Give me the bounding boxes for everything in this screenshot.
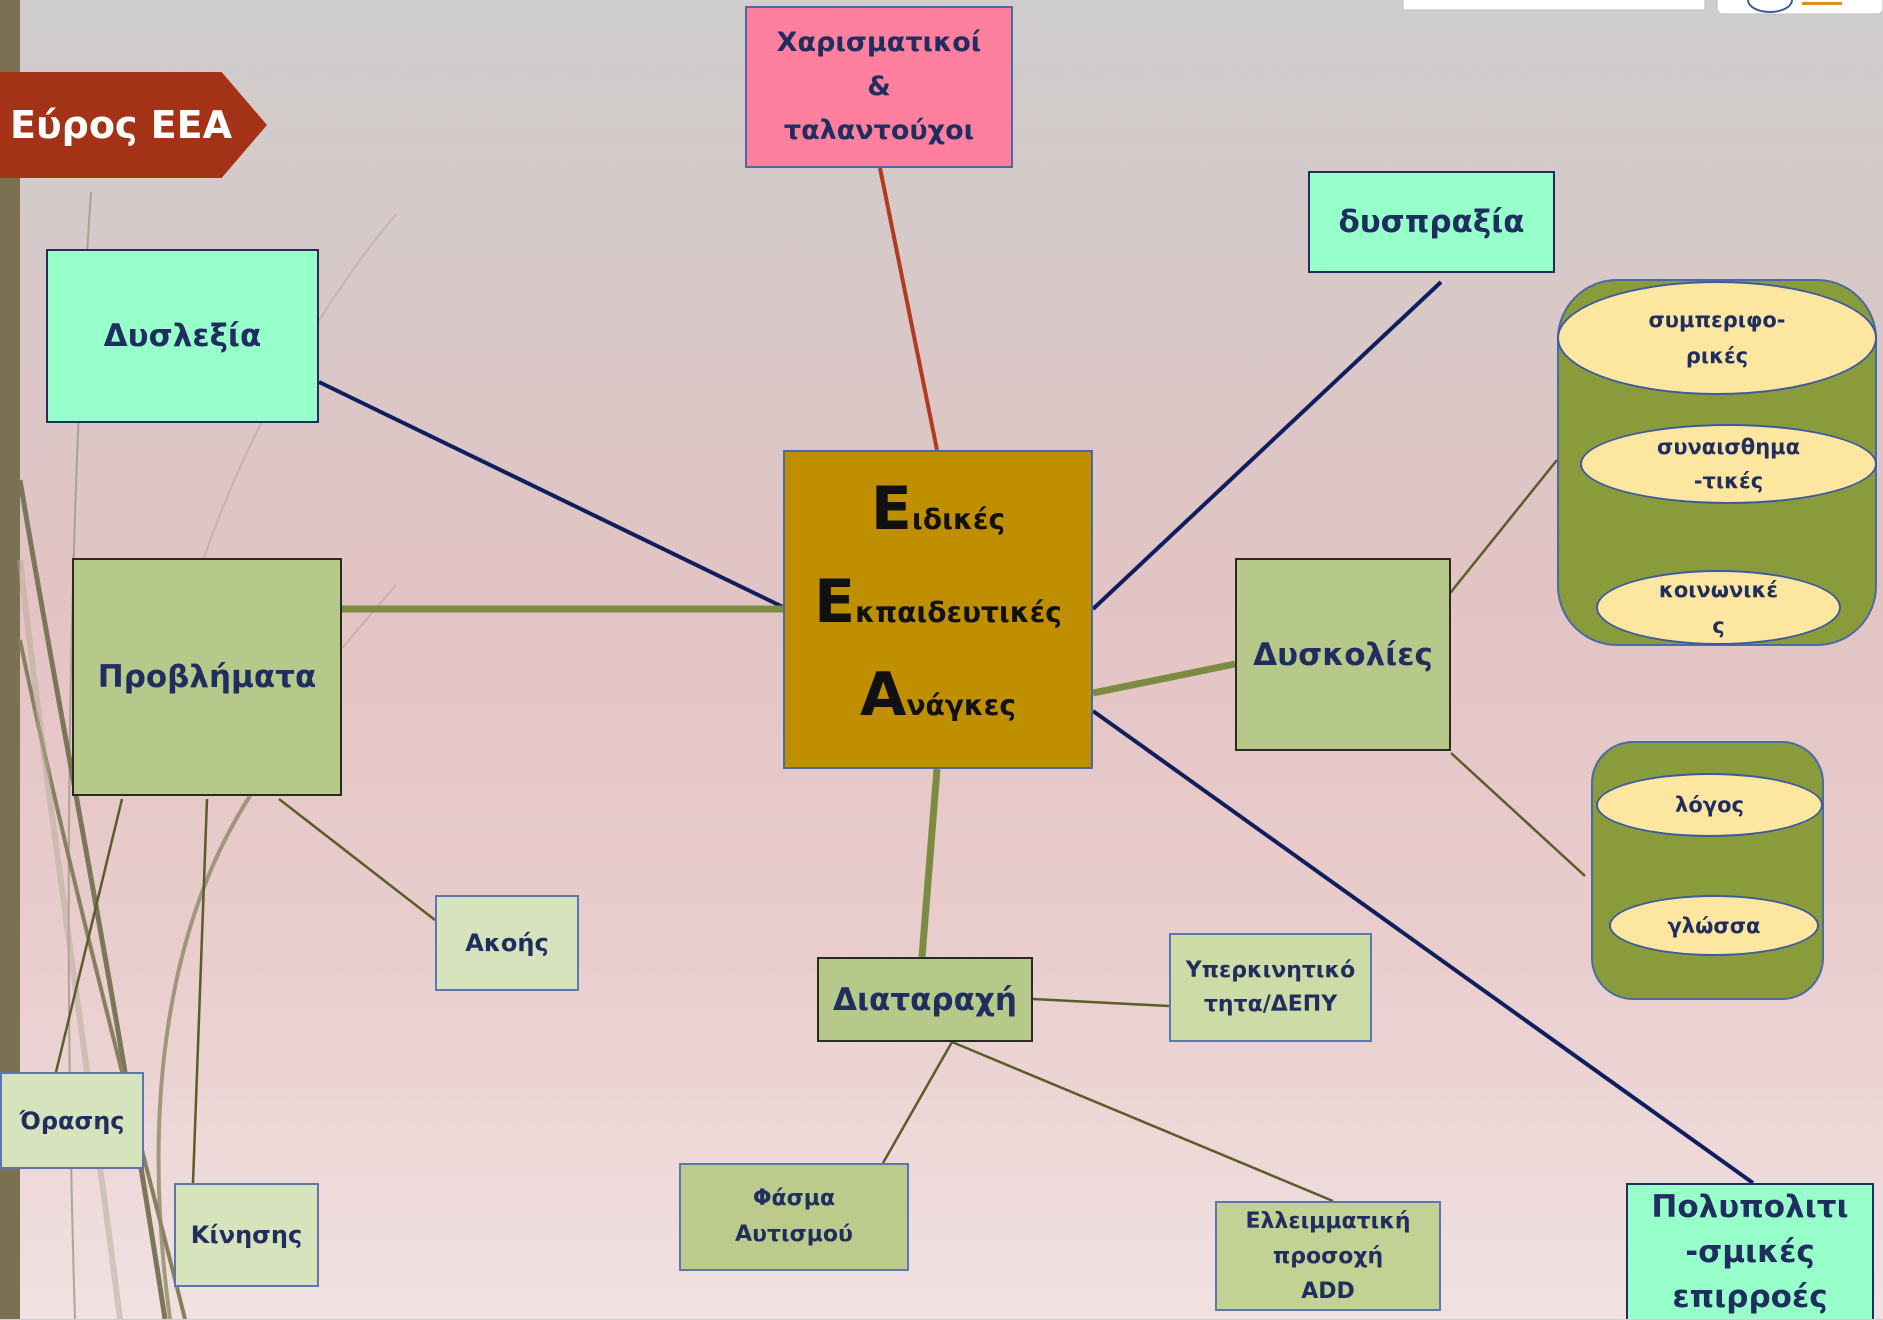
movement-label: Κίνησης	[190, 1221, 303, 1249]
logo-partial-left	[1402, 0, 1706, 11]
add-line: Ελλειμματική	[1245, 1208, 1411, 1234]
emotional-line: -τικές	[1693, 469, 1764, 493]
logo-seal-icon	[1747, 0, 1793, 13]
behavioral-line: συμπεριφο-	[1648, 308, 1786, 332]
hearing-node: Ακοής	[435, 895, 579, 991]
central-text: νάγκες	[906, 689, 1016, 722]
multicultural-node: Πολυπολιτι -σμικές επιρροές	[1626, 1183, 1874, 1319]
behavioral-line: ρικές	[1685, 344, 1749, 368]
connector-hearing	[278, 798, 436, 921]
connector-vision	[54, 798, 124, 1073]
connector-dyslexia	[318, 380, 784, 609]
adhd-line: τητα/ΔΕΠΥ	[1203, 991, 1338, 1017]
hearing-label: Ακοής	[465, 929, 549, 957]
central-line-3: Ανάγκες	[860, 656, 1016, 749]
language-label: γλώσσα	[1667, 913, 1761, 938]
autism-line: Φάσμα	[752, 1186, 836, 1211]
disorder-node: Διαταραχή	[817, 957, 1033, 1042]
decorative-curve	[17, 479, 168, 1319]
difficulties-group-language: λόγος γλώσσα	[1591, 741, 1824, 1000]
problems-node: Προβλήματα	[72, 558, 342, 796]
movement-node: Κίνησης	[174, 1183, 319, 1287]
add-line: ADD	[1301, 1278, 1355, 1304]
difficulties-group-emotional: συμπεριφο- ρικές συναισθημα -τικές κοινω…	[1557, 279, 1877, 646]
dyslexia-label: Δυσλεξία	[103, 318, 262, 354]
connector-disorder	[918, 768, 941, 958]
behavioral-ellipse: συμπεριφο- ρικές	[1557, 281, 1877, 395]
language-ellipse: γλώσσα	[1609, 895, 1819, 956]
dyspraxia-node: δυσπραξία	[1308, 171, 1555, 273]
add-node: Ελλειμματική προσοχή ADD	[1215, 1201, 1441, 1311]
gifted-node: Χαρισματικοί & ταλαντούχοι	[745, 6, 1013, 168]
dyslexia-node: Δυσλεξία	[46, 249, 319, 423]
difficulties-node: Δυσκολίες	[1235, 558, 1451, 751]
problems-label: Προβλήματα	[97, 659, 317, 695]
social-ellipse: κοινωνικέ ς	[1596, 570, 1841, 645]
connector-language-group	[1450, 752, 1586, 877]
decorative-curve	[156, 794, 252, 1319]
social-line: κοινωνικέ	[1658, 577, 1779, 602]
logo-partial-right	[1716, 0, 1883, 15]
connector-add	[951, 1040, 1334, 1203]
central-line-2: Εκπαιδευτικές	[814, 563, 1062, 656]
connector-multicultural	[1091, 709, 1755, 1185]
speech-label: λόγος	[1675, 793, 1744, 817]
connector-gifted	[878, 167, 939, 451]
add-line: προσοχή	[1272, 1243, 1384, 1269]
central-text: ιδικές	[911, 503, 1006, 536]
central-initial: Ε	[814, 567, 856, 637]
connector-autism	[881, 1041, 954, 1164]
connector-adhd	[1032, 997, 1170, 1008]
adhd-line: Υπερκινητικό	[1185, 957, 1356, 983]
connector-movement	[191, 798, 209, 1184]
partner-logos	[1402, 0, 1883, 15]
central-initial: Ε	[870, 474, 912, 544]
logo-mark	[1802, 2, 1842, 5]
emotional-ellipse: συναισθημα -τικές	[1580, 424, 1877, 504]
multicultural-line: επιρροές	[1672, 1279, 1828, 1315]
social-line: ς	[1712, 613, 1725, 638]
gifted-line: &	[867, 71, 891, 102]
vision-node: Όρασης	[0, 1072, 144, 1169]
gifted-line: ταλαντούχοι	[783, 115, 975, 146]
connector-dyspraxia	[1091, 280, 1443, 611]
decorative-curve	[341, 584, 397, 649]
autism-line: Αυτισμού	[735, 1222, 853, 1247]
connector-difficulties	[1092, 660, 1236, 697]
multicultural-line: -σμικές	[1685, 1234, 1815, 1270]
emotional-line: συναισθημα	[1656, 435, 1801, 459]
central-node: Ειδικές Εκπαιδευτικές Ανάγκες	[783, 450, 1093, 769]
slide-title-tag: Εύρος ΕΕΑ	[0, 72, 267, 178]
central-line-1: Ειδικές	[871, 470, 1005, 563]
decorative-curve	[17, 559, 123, 1319]
multicultural-line: Πολυπολιτι	[1651, 1189, 1849, 1225]
slide-title: Εύρος ΕΕΑ	[10, 103, 233, 147]
vision-label: Όρασης	[19, 1106, 125, 1135]
autism-node: Φάσμα Αυτισμού	[679, 1163, 909, 1271]
connector-emotional-group	[1446, 459, 1558, 598]
gifted-line: Χαρισματικοί	[776, 27, 982, 58]
central-text: κπαιδευτικές	[855, 596, 1062, 629]
central-initial: Α	[860, 660, 907, 730]
adhd-node: Υπερκινητικό τητα/ΔΕΠΥ	[1169, 933, 1372, 1042]
dyspraxia-label: δυσπραξία	[1338, 204, 1525, 240]
speech-ellipse: λόγος	[1596, 773, 1823, 837]
left-accent-bar	[0, 0, 20, 1319]
difficulties-label: Δυσκολίες	[1253, 636, 1433, 673]
disorder-label: Διαταραχή	[832, 981, 1017, 1018]
